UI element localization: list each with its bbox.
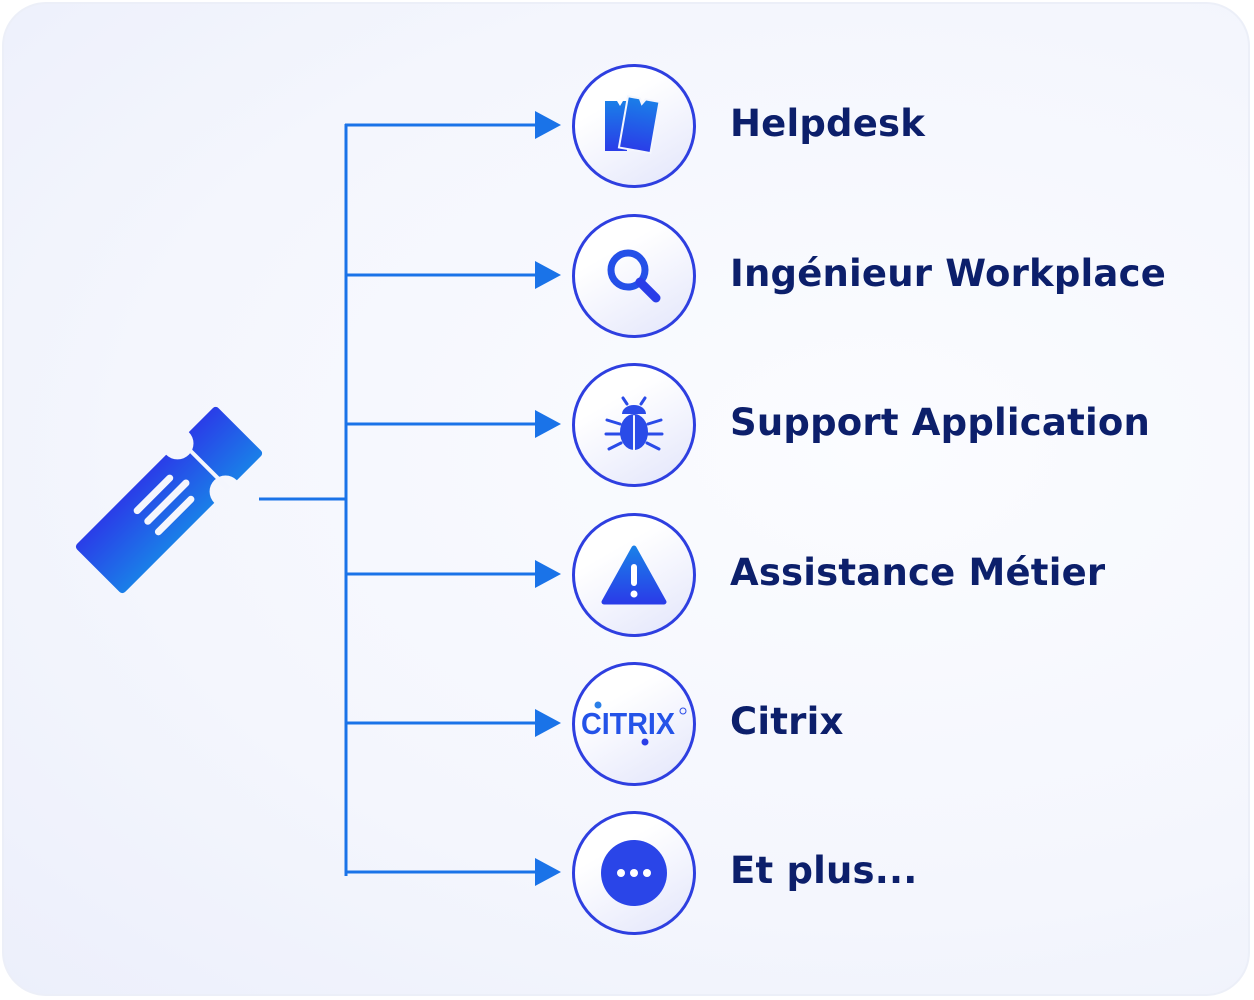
- arrow-head-icon: [535, 709, 561, 737]
- svg-text:CITRIX: CITRIX: [581, 706, 675, 741]
- arrow-head-icon: [535, 560, 561, 588]
- node-search-icon: [572, 214, 696, 338]
- node-warning-icon: [572, 513, 696, 637]
- more-icon: [601, 840, 667, 906]
- ticket-icon: [75, 406, 263, 594]
- node-label: Assistance Métier: [730, 551, 1106, 594]
- node-label: Support Application: [730, 401, 1150, 444]
- node-label: Helpdesk: [730, 102, 926, 145]
- warning-icon: [600, 544, 668, 606]
- node-label: Ingénieur Workplace: [730, 252, 1167, 295]
- tickets-icon: [601, 93, 667, 159]
- node-label: Citrix: [730, 700, 844, 743]
- bug-icon: [601, 392, 667, 458]
- citrix-logo-icon: CITRIX: [577, 699, 691, 749]
- node-tickets-icon: [572, 64, 696, 188]
- node-more-icon: [572, 811, 696, 935]
- node-label: Et plus...: [730, 849, 918, 892]
- search-icon: [602, 244, 666, 308]
- node-bug-icon: [572, 363, 696, 487]
- arrow-head-icon: [535, 261, 561, 289]
- arrow-head-icon: [535, 410, 561, 438]
- arrow-head-icon: [535, 111, 561, 139]
- node-citrix-logo: CITRIX: [572, 662, 696, 786]
- arrow-head-icon: [535, 858, 561, 886]
